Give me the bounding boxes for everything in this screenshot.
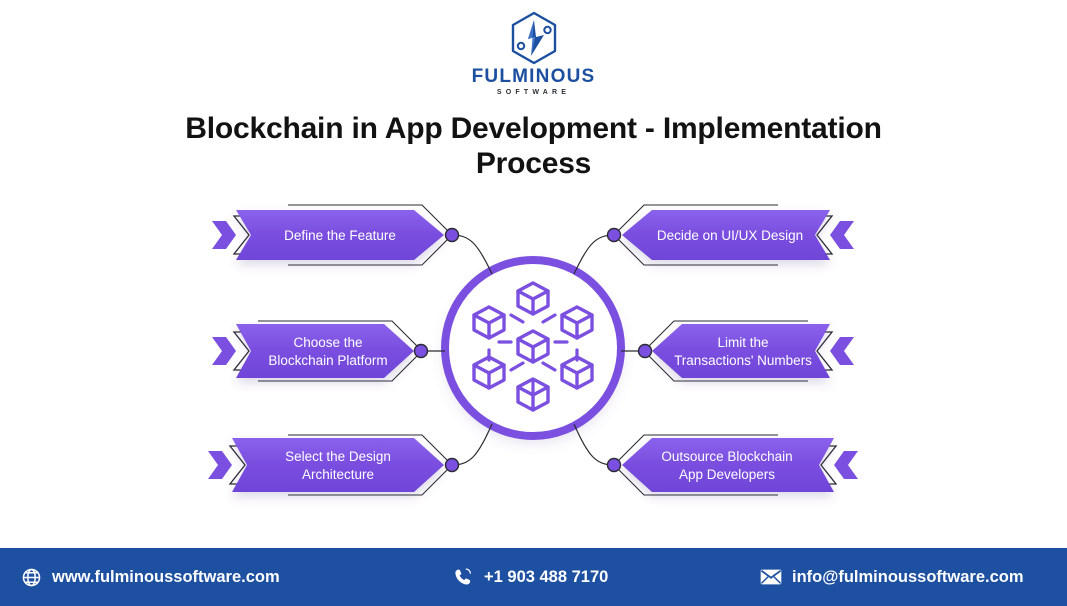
process-node-left-2[interactable]: Choose the Blockchain Platform <box>212 320 429 382</box>
node-banner <box>236 324 414 378</box>
connector-dot <box>637 343 653 359</box>
chevron-solid-icon <box>834 451 858 479</box>
chevron-solid-icon <box>208 451 232 479</box>
connector-dot <box>444 227 460 243</box>
brand-logo: FULMINOUS SOFTWARE <box>0 10 1067 96</box>
connector-dot <box>444 457 460 473</box>
envelope-icon <box>760 566 782 588</box>
node-banner <box>236 210 444 260</box>
chevron-solid-icon <box>212 337 236 365</box>
node-label-line2: Architecture <box>302 467 374 482</box>
node-banner <box>622 210 830 260</box>
page-title: Blockchain in App Development - Implemen… <box>185 112 882 180</box>
process-node-left-1[interactable]: Define the Feature <box>212 204 460 266</box>
node-label-line2: Blockchain Platform <box>268 353 387 368</box>
blockchain-cubes-icon <box>472 281 594 412</box>
process-node-left-3[interactable]: Select the Design Architecture <box>208 434 460 496</box>
node-label: Choose the <box>293 335 362 350</box>
node-banner <box>652 324 830 378</box>
node-label-line2: Transactions' Numbers <box>674 353 812 368</box>
process-node-right-3[interactable]: Outsource Blockchain App Developers <box>606 434 859 496</box>
node-banner <box>232 438 444 492</box>
node-label: Outsource Blockchain <box>661 449 792 464</box>
logo-wordmark: FULMINOUS <box>471 66 596 87</box>
logo-tagline: SOFTWARE <box>496 89 571 96</box>
process-node-right-1[interactable]: Decide on UI/UX Design <box>606 204 855 266</box>
process-node-right-2[interactable]: Limit the Transactions' Numbers <box>637 320 855 382</box>
globe-icon <box>20 566 42 588</box>
node-label: Define the Feature <box>284 228 396 243</box>
email-text: info@fulminoussoftware.com <box>792 567 1024 586</box>
phone-icon <box>452 566 474 588</box>
chevron-solid-icon <box>212 221 236 249</box>
phone-text: +1 903 488 7170 <box>484 567 609 586</box>
chevron-solid-icon <box>830 221 854 249</box>
footer-phone[interactable]: +1 903 488 7170 <box>452 566 608 588</box>
chevron-solid-icon <box>830 337 854 365</box>
fulminous-hexagon-bolt-logo-icon <box>511 11 556 65</box>
node-label: Decide on UI/UX Design <box>657 228 803 243</box>
footer-email[interactable]: info@fulminoussoftware.com <box>760 566 1024 588</box>
node-banner <box>622 438 834 492</box>
connector-dot <box>606 457 622 473</box>
node-label: Limit the <box>717 335 768 350</box>
node-label: Select the Design <box>285 449 391 464</box>
connector-dot <box>606 227 622 243</box>
process-diagram: Define the Feature Choose the Blockchain… <box>0 196 1067 516</box>
connector-dot <box>413 343 429 359</box>
node-label-line2: App Developers <box>679 467 775 482</box>
contact-footer: www.fulminoussoftware.com +1 903 488 717… <box>0 548 1067 606</box>
footer-website[interactable]: www.fulminoussoftware.com <box>20 566 280 588</box>
website-text: www.fulminoussoftware.com <box>52 567 280 586</box>
